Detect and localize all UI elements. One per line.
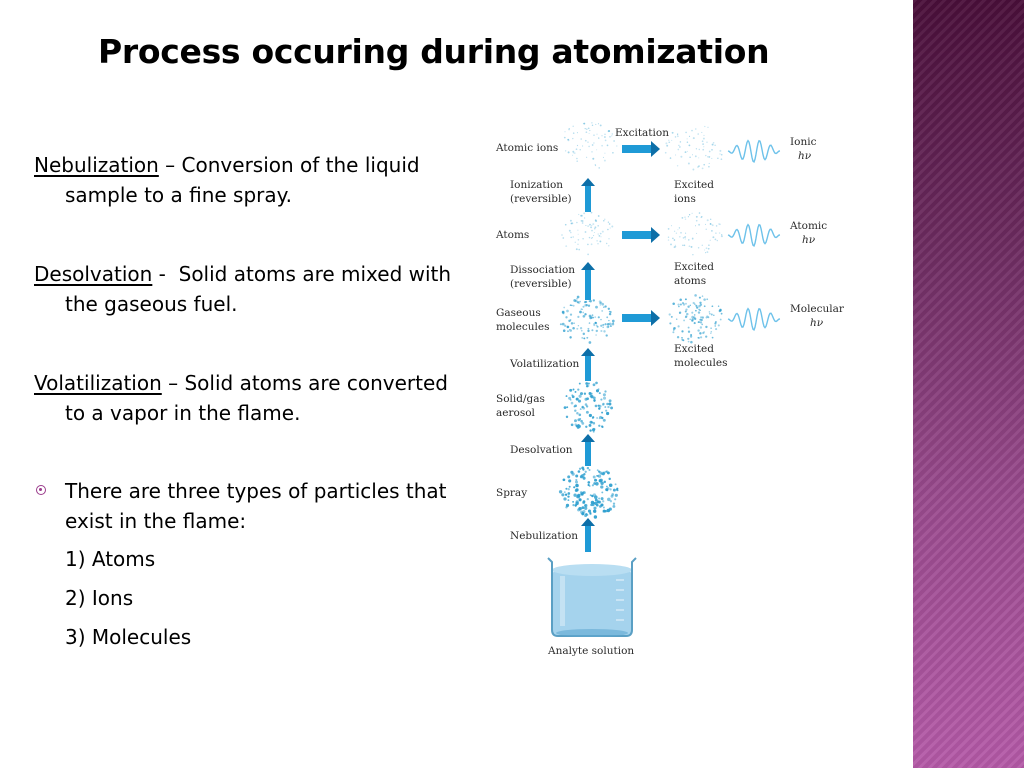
arrow-up-icon <box>581 178 595 212</box>
definition-volatilization: Volatilization – Solid atoms are convert… <box>34 368 464 428</box>
particle-clouds <box>558 122 723 519</box>
decorative-side-band <box>913 0 1024 768</box>
emission-wave-icon <box>727 223 781 247</box>
term-separator: – <box>161 371 185 395</box>
arrow-up-icon <box>581 434 595 466</box>
label-molecular: Molecular <box>790 303 845 315</box>
slide-title: Process occuring during atomization <box>98 32 770 71</box>
label-gaseous: Gaseous <box>496 307 541 319</box>
label-aerosol: aerosol <box>496 407 536 419</box>
label-excited-molecules-2: molecules <box>674 357 727 369</box>
term-volatilization: Volatilization <box>34 371 162 395</box>
label-volatilization: Volatilization <box>509 358 580 370</box>
bullet-marker-icon <box>36 485 46 495</box>
label-excited-atoms-1: Excited <box>674 261 714 273</box>
atomization-diagram: Atomic ions Ionization (reversible) Atom… <box>495 122 845 657</box>
label-atomic: Atomic <box>789 220 827 232</box>
process-arrows <box>581 141 660 552</box>
label-excitation: Excitation <box>615 127 669 139</box>
cloud-excited-atoms <box>667 212 723 256</box>
emission-waves <box>727 139 781 331</box>
arrow-right-icon <box>622 227 660 243</box>
list-item: 2) Ions <box>65 586 134 610</box>
definition-desolvation: Desolvation - Solid atoms are mixed with… <box>34 259 464 319</box>
cloud-atomic-ions <box>563 122 618 169</box>
label-molecules: molecules <box>496 321 549 333</box>
label-dissociation: Dissociation <box>510 264 575 276</box>
label-molecular-hv: hν <box>810 317 824 329</box>
cloud-excited-ions <box>664 125 723 171</box>
arrow-up-icon <box>581 518 595 552</box>
label-solid-gas: Solid/gas <box>496 393 545 405</box>
definition-nebulization: Nebulization – Conversion of the liquid … <box>34 150 464 210</box>
emission-wave-icon <box>727 139 781 163</box>
cloud-solid-gas-aerosol <box>563 381 614 433</box>
label-ionic: Ionic <box>790 136 817 148</box>
label-ionic-hv: hν <box>798 150 812 162</box>
cloud-excited-molecules <box>668 294 723 344</box>
cloud-spray <box>558 466 619 519</box>
label-atomic-ions: Atomic ions <box>495 142 558 154</box>
term-separator: - <box>152 262 179 286</box>
label-excited-atoms-2: atoms <box>674 275 706 287</box>
label-excited-ions-1: Excited <box>674 179 714 191</box>
label-desolvation: Desolvation <box>510 444 573 456</box>
arrow-up-icon <box>581 348 595 381</box>
cloud-atoms <box>561 211 614 256</box>
label-analyte-solution: Analyte solution <box>547 645 634 657</box>
label-excited-ions-2: ions <box>674 193 696 205</box>
label-dissociation-reversible: (reversible) <box>510 278 572 290</box>
arrow-right-icon <box>622 141 660 157</box>
label-atomic-hv: hν <box>802 234 816 246</box>
label-nebulization: Nebulization <box>510 530 578 542</box>
label-excited-molecules-1: Excited <box>674 343 714 355</box>
list-item: 3) Molecules <box>65 625 192 649</box>
definition-text: Solid atoms are converted to a vapor in … <box>65 371 448 425</box>
cloud-gaseous-molecules <box>559 294 615 344</box>
definition-text: Conversion of the liquid sample to a fin… <box>65 153 420 207</box>
label-ionization: Ionization <box>510 179 563 191</box>
list-item: 1) Atoms <box>65 547 156 571</box>
definition-text: Solid atoms are mixed with the gaseous f… <box>65 262 452 316</box>
term-separator: – <box>158 153 182 177</box>
beaker-icon <box>547 557 637 637</box>
emission-wave-icon <box>727 307 781 331</box>
label-atoms: Atoms <box>495 229 529 241</box>
label-ionization-reversible: (reversible) <box>510 193 572 205</box>
term-nebulization: Nebulization <box>34 153 159 177</box>
arrow-right-icon <box>622 310 660 326</box>
slide-body: Nebulization – Conversion of the liquid … <box>34 150 464 661</box>
arrow-up-icon <box>581 262 595 300</box>
term-desolvation: Desolvation <box>34 262 153 286</box>
bullet-text: There are three types of particles that … <box>65 479 447 533</box>
label-spray: Spray <box>496 487 527 499</box>
bullet-particle-types: There are three types of particles that … <box>34 476 464 536</box>
